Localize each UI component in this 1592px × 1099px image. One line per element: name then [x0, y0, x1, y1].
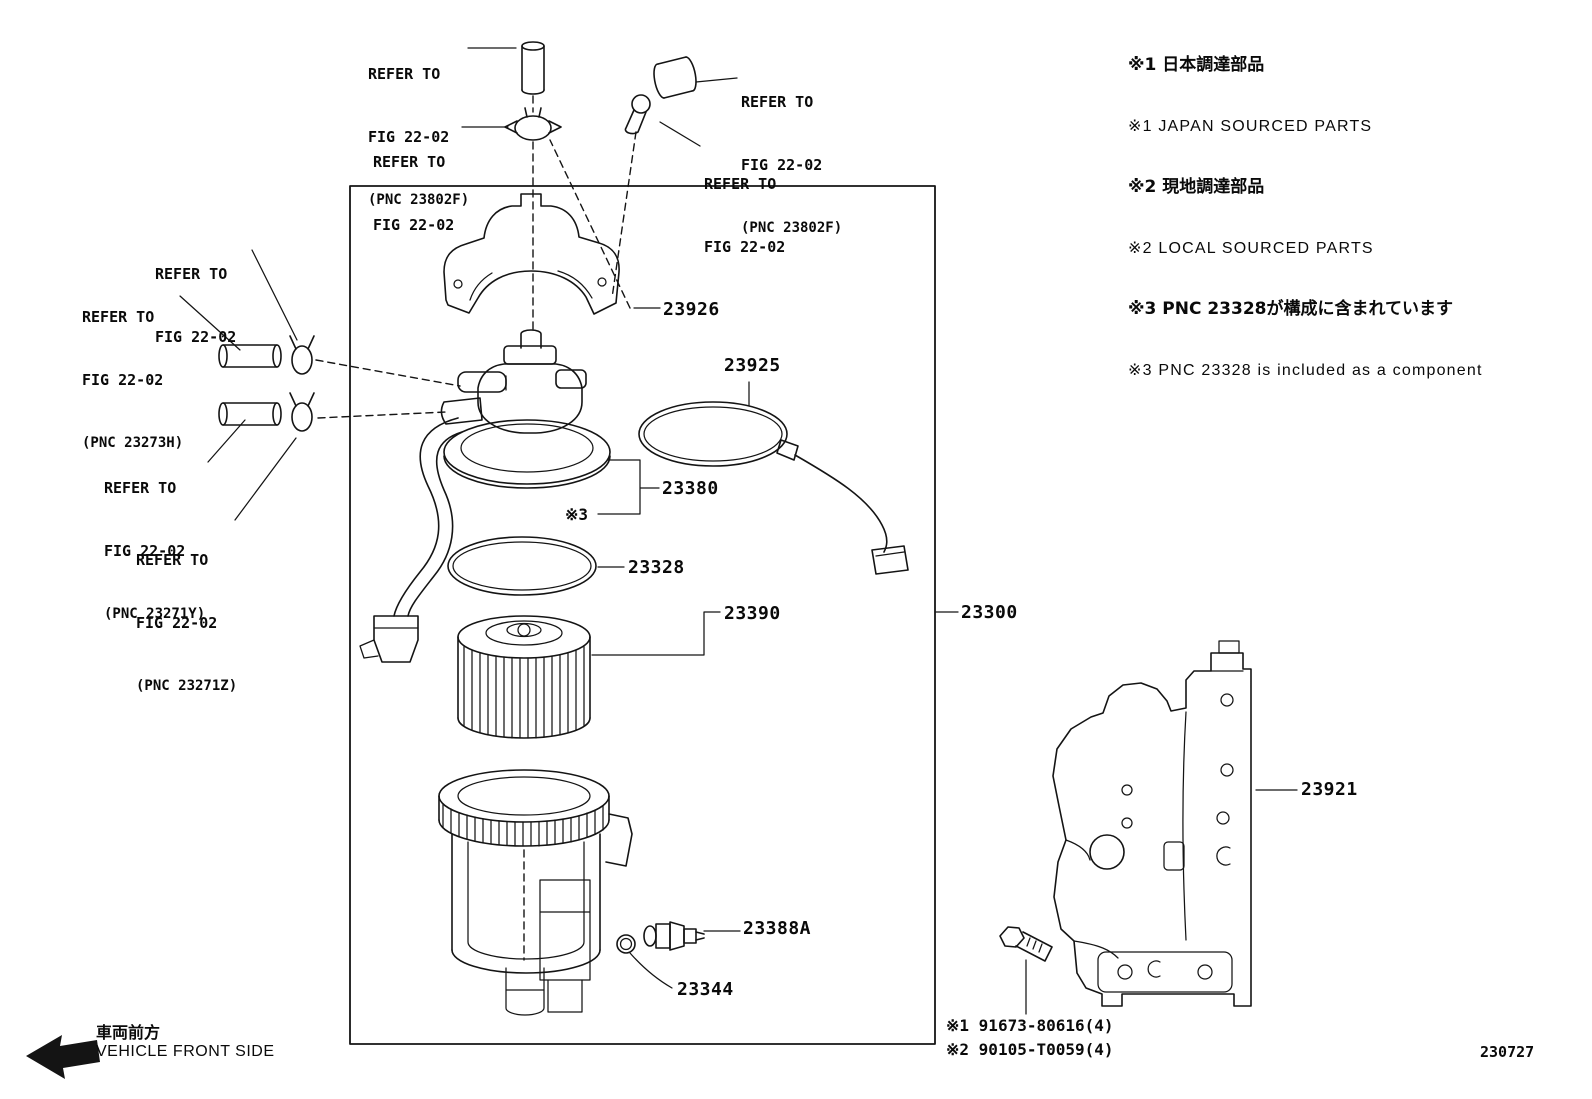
hidden-lines	[315, 95, 637, 419]
part-label-23390: 23390	[724, 603, 781, 624]
bracket-23921-drawing	[1052, 640, 1252, 1007]
oring-23328-drawing	[447, 536, 597, 596]
refer-line: FIG 22-02	[82, 371, 164, 389]
leader-lines	[179, 47, 1298, 1015]
refer-label-clamp-top: REFER TO FIG 22-02	[373, 110, 454, 278]
oring-23344-drawing	[616, 934, 636, 954]
left-hoses-drawing	[218, 335, 315, 432]
note3-marker: ※3	[565, 505, 589, 524]
refer-pnc: (PNC 23802F)	[368, 192, 470, 208]
bolt-drawing	[999, 926, 1053, 962]
legend-note-1-en: ※1 JAPAN SOURCED PARTS	[1128, 118, 1373, 135]
part-label-23921: 23921	[1301, 779, 1358, 800]
legend-note-2-en: ※2 LOCAL SOURCED PARTS	[1128, 240, 1374, 257]
refer-label-hose-2: REFER TO FIG 22-02 (PNC 23271Y)	[104, 436, 205, 667]
filter-head-23380-drawing	[359, 329, 611, 663]
legend-notes: ※1 日本調達部品 ※1 JAPAN SOURCED PARTS ※2 現地調達…	[1128, 16, 1483, 420]
sensor-23388a-drawing	[643, 921, 705, 951]
refer-label-hose-1: REFER TO FIG 22-02 (PNC 23273H)	[82, 265, 183, 496]
refer-label-pipe-top: REFER TO FIG 22-02 (PNC 23802F)	[368, 22, 469, 253]
part-label-23300: 23300	[961, 602, 1018, 623]
main-assembly-box	[349, 185, 936, 1045]
legend-note-3-jp: ※3 PNC 23328が構成に含まれています	[1128, 299, 1453, 319]
refer-label-clamp-1: REFER TO FIG 22-02	[155, 222, 236, 390]
refer-line: FIG 22-02	[373, 216, 455, 234]
refer-label-elbow: REFER TO FIG 22-02	[704, 132, 785, 300]
refer-line: REFER TO	[741, 93, 814, 111]
document-number: 230727	[1480, 1043, 1535, 1061]
refer-pnc: (PNC 23802F)	[741, 220, 843, 236]
refer-line: REFER TO	[82, 308, 155, 326]
filter-bowl-drawing	[438, 769, 633, 1016]
part-label-23328: 23328	[628, 557, 685, 578]
refer-line: FIG 22-02	[704, 238, 786, 256]
refer-line: FIG 22-02	[368, 128, 450, 146]
top-fittings-drawing	[504, 41, 697, 141]
bolt-part-number-2: ※2 90105-T0059(4)	[946, 1040, 1114, 1059]
refer-line: REFER TO	[136, 551, 209, 569]
refer-line: REFER TO	[104, 479, 177, 497]
oring-23925-drawing	[638, 401, 909, 575]
refer-label-clamp-2: REFER TO FIG 22-02 (PNC 23271Z)	[136, 508, 237, 739]
refer-line: REFER TO	[368, 65, 441, 83]
refer-line: FIG 22-02	[155, 328, 237, 346]
refer-line: REFER TO	[373, 153, 446, 171]
refer-pnc: (PNC 23271Z)	[136, 678, 238, 694]
refer-line: FIG 22-02	[104, 542, 186, 560]
refer-pnc: (PNC 23273H)	[82, 435, 184, 451]
refer-line: FIG 22-02	[741, 156, 823, 174]
bolt-part-number-1: ※1 91673-80616(4)	[946, 1016, 1114, 1035]
refer-pnc: (PNC 23271Y)	[104, 606, 206, 622]
refer-label-hose-top-right: REFER TO FIG 22-02 (PNC 23802F)	[741, 50, 842, 281]
legend-note-2-jp: ※2 現地調達部品	[1128, 177, 1265, 197]
legend-note-3-en: ※3 PNC 23328 is included as a component	[1128, 362, 1483, 379]
legend-note-1-jp: ※1 日本調達部品	[1128, 55, 1265, 75]
vehicle-front-arrow	[26, 1035, 100, 1079]
part-label-23926: 23926	[663, 299, 720, 320]
bracket-23926-drawing	[443, 193, 620, 315]
vehicle-front-label-jp: 車両前方	[96, 1023, 161, 1042]
part-label-23380: 23380	[662, 478, 719, 499]
vehicle-front-label-en: VEHICLE FRONT SIDE	[96, 1043, 275, 1060]
part-label-23344: 23344	[677, 979, 734, 1000]
refer-line: REFER TO	[704, 175, 777, 193]
part-label-23925: 23925	[724, 355, 781, 376]
part-label-23388a: 23388A	[743, 918, 812, 939]
filter-element-23390-drawing	[457, 615, 591, 739]
refer-line: FIG 22-02	[136, 614, 218, 632]
refer-line: REFER TO	[155, 265, 228, 283]
